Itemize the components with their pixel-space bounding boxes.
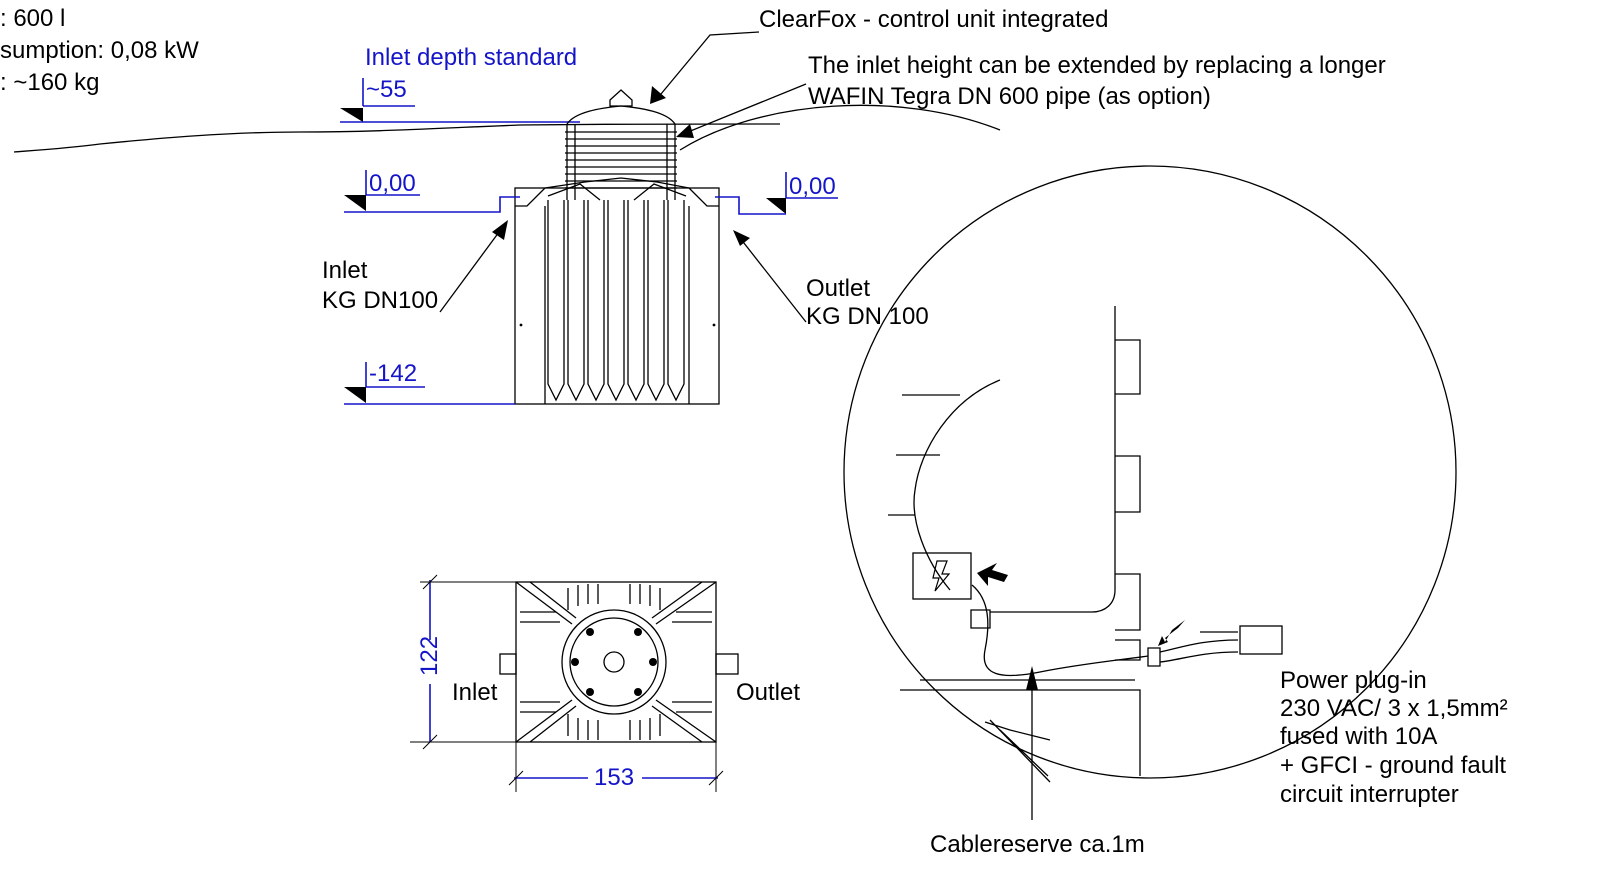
- dim-text-bg: [420, 640, 440, 684]
- inlet-height-leader: [687, 83, 807, 133]
- arrow-icon: [650, 86, 666, 104]
- inlet-pipe-label: KG DN100: [322, 287, 438, 314]
- arrow-icon: [492, 220, 508, 240]
- dim-tick: [708, 770, 724, 786]
- tank-lid: [565, 89, 677, 200]
- outlet-pipe-label: KG DN 100: [806, 303, 929, 330]
- inlet-pipe-level-line: [344, 196, 520, 213]
- level-marker-icon: [344, 387, 366, 403]
- inlet-depth-title: Inlet depth standard: [365, 44, 577, 71]
- power-plug-line4: + GFCI - ground fault: [1280, 752, 1506, 779]
- level-marker-icon: [344, 195, 366, 211]
- level-bottom: -142: [369, 360, 417, 387]
- dim-tick: [422, 734, 438, 750]
- arrow-icon: [1026, 666, 1038, 690]
- arrow-icon: [733, 230, 750, 246]
- spec-weight: : ~160 kg: [0, 69, 99, 96]
- power-plug-line5: circuit interrupter: [1280, 781, 1459, 808]
- spec-volume: : 600 l: [0, 5, 65, 32]
- detail-circle: [679, 104, 1457, 783]
- level-marker-icon: [766, 198, 786, 214]
- control-unit-leader: [655, 31, 760, 101]
- outlet-leader: [739, 237, 807, 323]
- tank-side-view: [514, 177, 720, 405]
- dim-tick: [422, 574, 438, 590]
- dim-text-bg: [588, 764, 642, 788]
- control-unit-label: ClearFox - control unit integrated: [759, 6, 1109, 33]
- level-zero-right: 0,00: [789, 173, 836, 200]
- arrow-icon: [676, 124, 694, 138]
- inlet-leader: [439, 227, 503, 313]
- power-plug-line3: fused with 10A: [1280, 723, 1437, 750]
- arrow-icon: [1158, 620, 1185, 646]
- outlet-label: Outlet: [806, 275, 870, 302]
- spec-power-consumption: sumption: 0,08 kW: [0, 37, 199, 64]
- plan-outlet-label: Outlet: [736, 679, 800, 706]
- cable-reserve-label: Cablereserve ca.1m: [930, 831, 1145, 858]
- inlet-height-line1: The inlet height can be extended by repl…: [808, 52, 1386, 79]
- ground-line: [13, 123, 780, 153]
- dim-tick: [508, 770, 524, 786]
- width-dimension: 153: [594, 764, 634, 791]
- level-marker-icon: [340, 108, 363, 122]
- inlet-label: Inlet: [322, 257, 368, 284]
- tank-plan-view: [499, 581, 739, 743]
- outlet-pipe-level-line: [715, 196, 786, 215]
- height-dimension: 122: [416, 636, 443, 676]
- detail-link-arc: [679, 104, 1001, 151]
- level-zero-left: 0,00: [369, 170, 416, 197]
- lightning-icon: [932, 560, 951, 592]
- plan-inlet-label: Inlet: [452, 679, 498, 706]
- power-plug-line2: 230 VAC/ 3 x 1,5mm²: [1280, 695, 1508, 722]
- inlet-depth-value: ~55: [366, 76, 407, 103]
- power-plug-line1: Power plug-in: [1280, 667, 1427, 694]
- arrow-icon: [977, 563, 1008, 586]
